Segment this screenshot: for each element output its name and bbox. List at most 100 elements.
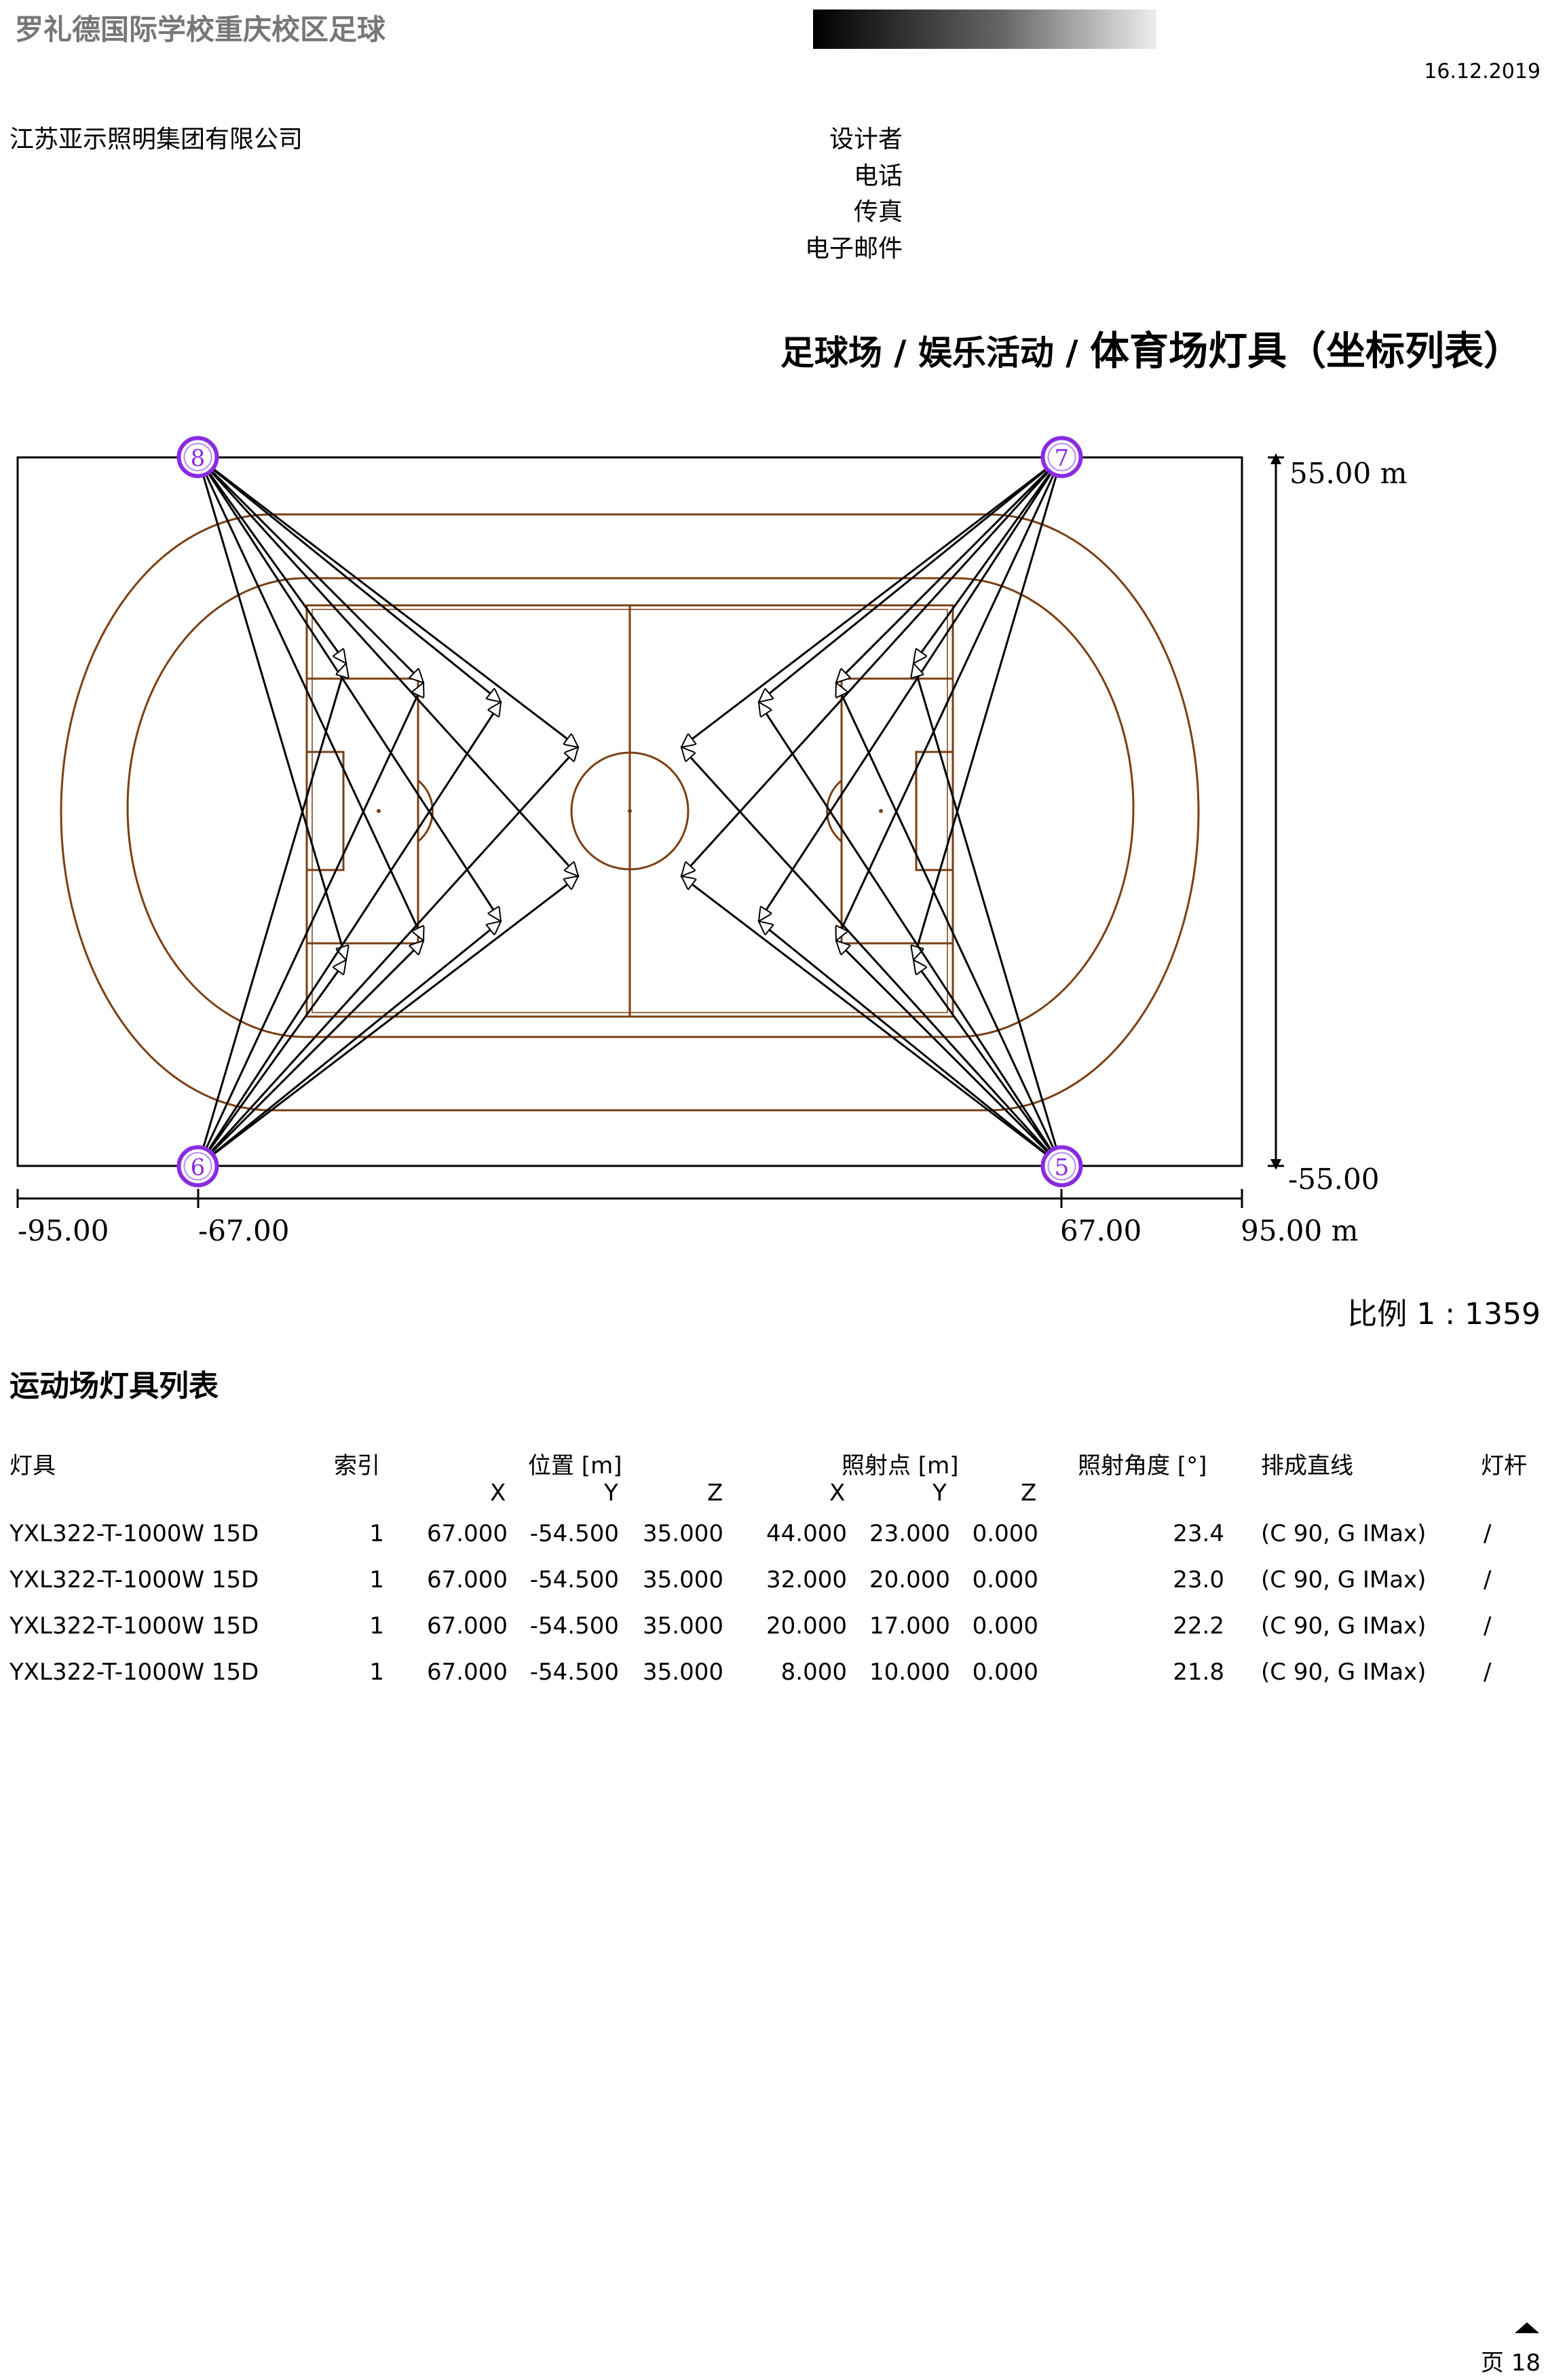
y-axis-top-label: 55.00 m xyxy=(1289,457,1407,490)
project-title: 罗礼德国际学校重庆校区足球 xyxy=(15,13,386,46)
page-heading: 足球场 / 娱乐活动 / 体育场灯具（坐标列表） xyxy=(780,319,1523,376)
table-cell-az: 0.000 xyxy=(972,1566,1038,1593)
aiming-arrow xyxy=(209,465,578,747)
sub-header-z: Z xyxy=(1021,1479,1037,1507)
header-gradient-bar xyxy=(813,10,1156,49)
aiming-arrow xyxy=(201,471,346,960)
table-cell-index: 1 xyxy=(369,1659,384,1686)
aiming-arrow xyxy=(203,683,423,1154)
table-cell-pz: 35.000 xyxy=(643,1659,723,1686)
table-cell-ax: 20.000 xyxy=(766,1612,847,1640)
table-cell-ay: 10.000 xyxy=(869,1659,950,1686)
luminaire-marker: 8 xyxy=(176,436,219,478)
aiming-arrow xyxy=(836,683,1057,1154)
table-cell-ax: 8.000 xyxy=(780,1659,847,1686)
luminaire-id-label: 6 xyxy=(191,1154,206,1182)
luminaire-marker: 6 xyxy=(176,1145,219,1188)
aiming-arrow xyxy=(208,922,501,1158)
x-axis-label: 67.00 xyxy=(1060,1214,1142,1247)
center-spot xyxy=(628,809,632,813)
page-up-icon xyxy=(1515,2322,1539,2333)
table-cell-angle: 23.4 xyxy=(1173,1520,1224,1547)
page-heading-lead: 足球场 / 娱乐活动 / xyxy=(780,333,1090,373)
aiming-arrow xyxy=(913,468,1054,663)
table-cell-angle: 23.0 xyxy=(1173,1566,1224,1593)
table-cell-luminaire: YXL322-T-1000W 15D xyxy=(10,1612,259,1640)
inner-track xyxy=(126,577,1135,1038)
section-title: 运动场灯具列表 xyxy=(10,1369,219,1403)
col-header-pole: 灯杆 xyxy=(1481,1452,1527,1479)
table-cell-index: 1 xyxy=(369,1520,384,1547)
email-label: 电子邮件 xyxy=(804,235,903,263)
aiming-arrow xyxy=(206,468,346,663)
table-cell-ax: 32.000 xyxy=(766,1566,847,1593)
aiming-arrow xyxy=(681,876,1051,1158)
scale-label: 比例 1 : 1359 xyxy=(1347,1297,1541,1331)
table-cell-ax: 44.000 xyxy=(766,1520,847,1547)
col-header-alignment: 排成直线 xyxy=(1261,1452,1353,1479)
table-cell-az: 0.000 xyxy=(972,1520,1038,1547)
table-cell-luminaire: YXL322-T-1000W 15D xyxy=(10,1520,259,1547)
dimension-lines xyxy=(16,456,1284,1208)
aiming-arrow xyxy=(913,960,1054,1155)
luminaire-table: 灯具 索引 位置 [m] 照射点 [m] 照射角度 [°] 排成直线 灯杆 X … xyxy=(10,1452,1527,1686)
col-header-luminaire: 灯具 xyxy=(10,1452,56,1479)
aiming-arrow xyxy=(206,960,346,1155)
aiming-arrow xyxy=(836,941,1053,1157)
sub-header-y: Y xyxy=(604,1479,618,1507)
luminaire-id-label: 5 xyxy=(1055,1154,1070,1182)
dimension-arrow-bottom xyxy=(1270,1159,1281,1170)
aiming-arrow xyxy=(757,469,1055,922)
dimension-arrow-top xyxy=(1270,453,1281,464)
aiming-arrow xyxy=(208,466,501,702)
table-cell-luminaire: YXL322-T-1000W 15D xyxy=(10,1659,259,1686)
table-cell-px: 67.000 xyxy=(427,1566,508,1593)
aiming-arrow xyxy=(681,465,1051,747)
aiming-arrow xyxy=(681,747,1053,1156)
col-header-aim-angle: 照射角度 [°] xyxy=(1078,1452,1207,1479)
luminaire-marker: 5 xyxy=(1040,1145,1083,1188)
table-cell-px: 67.000 xyxy=(427,1520,508,1547)
aiming-arrow xyxy=(913,471,1059,960)
x-axis-label: -95.00 xyxy=(18,1214,109,1247)
table-cell-py: -54.500 xyxy=(529,1520,619,1547)
luminaire-markers: 8 7 6 5 xyxy=(176,436,1083,1188)
col-header-aim-point: 照射点 [m] xyxy=(842,1452,959,1479)
x-axis-label: -67.00 xyxy=(198,1214,289,1247)
penalty-spot-right xyxy=(879,809,883,813)
table-cell-luminaire: YXL322-T-1000W 15D xyxy=(10,1566,259,1593)
table-cell-pz: 35.000 xyxy=(643,1566,723,1593)
aiming-arrow xyxy=(201,664,346,1152)
sub-header-z: Z xyxy=(707,1479,723,1507)
col-header-index: 索引 xyxy=(334,1452,380,1479)
table-cell-pole: / xyxy=(1484,1520,1492,1547)
plan-boundary xyxy=(16,456,1243,1167)
col-header-position: 位置 [m] xyxy=(528,1452,622,1479)
page-number: 页 18 xyxy=(1480,2349,1541,2377)
y-axis-bottom-label: -55.00 xyxy=(1288,1163,1379,1196)
table-cell-angle: 21.8 xyxy=(1173,1659,1224,1686)
table-cell-py: -54.500 xyxy=(529,1659,619,1686)
aiming-arrow xyxy=(913,664,1059,1152)
aiming-arrows xyxy=(201,465,1059,1158)
table-cell-pole: / xyxy=(1484,1612,1492,1640)
table-cell-px: 67.000 xyxy=(427,1612,508,1640)
table-cell-alignment: (C 90, G IMax) xyxy=(1261,1659,1427,1686)
table-cell-alignment: (C 90, G IMax) xyxy=(1261,1612,1427,1640)
luminaire-id-label: 7 xyxy=(1055,445,1070,472)
sub-header-x: X xyxy=(829,1479,846,1507)
table-cell-py: -54.500 xyxy=(529,1566,619,1593)
table-cell-alignment: (C 90, G IMax) xyxy=(1261,1520,1427,1547)
table-cell-angle: 22.2 xyxy=(1173,1612,1224,1640)
aiming-arrow xyxy=(207,467,578,876)
table-cell-ay: 23.000 xyxy=(869,1520,950,1547)
luminaire-id-label: 8 xyxy=(191,445,206,472)
aiming-arrow xyxy=(207,466,423,683)
luminaire-marker: 7 xyxy=(1040,436,1083,478)
aiming-arrow xyxy=(207,747,578,1156)
table-cell-az: 0.000 xyxy=(972,1659,1038,1686)
fax-label: 传真 xyxy=(853,198,903,226)
penalty-spot-left xyxy=(377,809,381,813)
aiming-arrow xyxy=(836,466,1053,683)
sub-header-x: X xyxy=(490,1479,506,1507)
